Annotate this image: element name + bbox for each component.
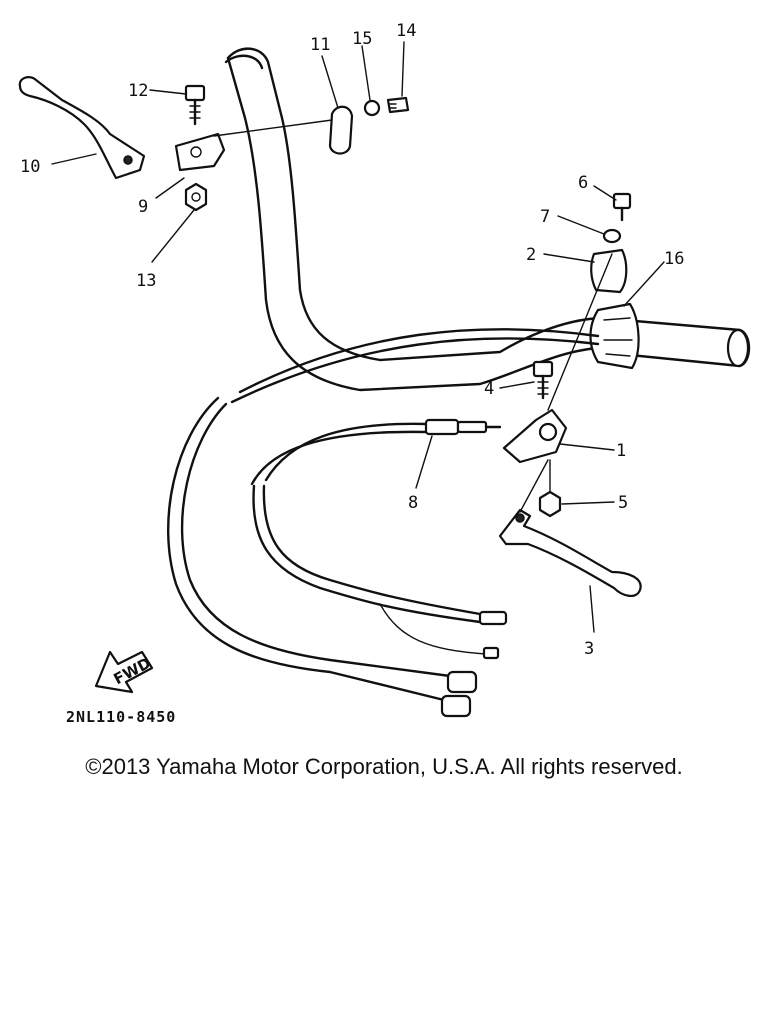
callout-9: 9 <box>138 197 148 217</box>
washer-15 <box>363 99 381 117</box>
callout-13: 13 <box>136 271 156 291</box>
handlebar <box>224 47 751 392</box>
bolt-4 <box>532 360 554 400</box>
bolt-12 <box>184 84 206 126</box>
nut-13 <box>184 182 208 212</box>
callout-numbers: 1 2 3 4 5 6 7 8 9 10 11 12 13 14 15 16 <box>20 21 684 659</box>
left-lever <box>18 76 146 180</box>
copyright-notice: ©2013 Yamaha Motor Corporation, U.S.A. A… <box>85 754 683 779</box>
bracket-1 <box>502 253 613 464</box>
callout-10: 10 <box>20 157 40 177</box>
leader-lines <box>51 41 665 633</box>
clamp-2 <box>590 248 628 294</box>
callout-5: 5 <box>618 493 628 513</box>
callout-16: 16 <box>664 249 684 269</box>
callout-7: 7 <box>540 207 550 227</box>
holder-11 <box>213 105 354 155</box>
screw-14 <box>386 96 410 114</box>
washer-7 <box>602 228 622 244</box>
callout-15: 15 <box>352 29 372 49</box>
callout-14: 14 <box>396 21 416 41</box>
callout-12: 12 <box>128 81 148 101</box>
nut-5 <box>538 459 562 518</box>
right-lever-3 <box>498 459 642 597</box>
parts-diagram: FWD 1 2 3 4 5 6 7 8 9 10 11 12 13 14 15 <box>18 21 751 726</box>
cable-8 <box>250 418 502 486</box>
right-switch-housing <box>589 302 640 370</box>
forward-direction-arrow: FWD <box>94 650 154 694</box>
callout-11: 11 <box>310 35 330 55</box>
callout-3: 3 <box>584 639 594 659</box>
callout-4: 4 <box>484 379 494 399</box>
left-lever-bracket <box>174 132 226 172</box>
switch-harness <box>166 328 600 718</box>
callout-1: 1 <box>616 441 626 461</box>
callout-6: 6 <box>578 173 588 193</box>
bolt-6 <box>612 192 632 222</box>
drawing-code: 2NL110-8450 <box>66 708 176 726</box>
callout-2: 2 <box>526 245 536 265</box>
callout-8: 8 <box>408 493 418 513</box>
